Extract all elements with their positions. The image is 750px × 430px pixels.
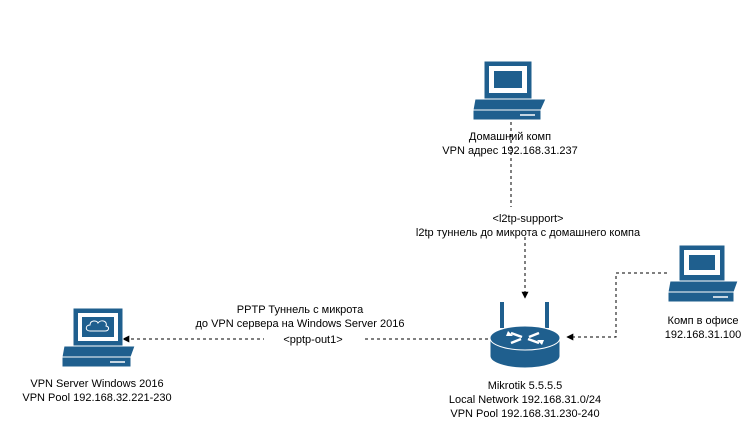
- desktop-computer-icon: [667, 244, 739, 303]
- office-pc-label-line1: Комп в офисе: [668, 315, 739, 327]
- home-pc-node[interactable]: Домашний комп VPN адрес 192.168.31.237: [442, 60, 578, 157]
- vpn-server-label-line1: VPN Server Windows 2016: [30, 378, 163, 390]
- edge-pptp-label-line2: до VPN сервера на Windows Server 2016: [196, 318, 405, 330]
- edge-l2tp-label: <l2tp-support> l2tp туннель до микрота с…: [416, 213, 641, 239]
- router-icon: [489, 302, 561, 369]
- vpn-server-node[interactable]: VPN Server Windows 2016 VPN Pool 192.168…: [22, 307, 172, 404]
- server-computer-icon: [61, 307, 136, 368]
- edge-l2tp: [510, 122, 529, 299]
- edge-pptp-label-line1: PPTP Туннель с микрота: [237, 304, 364, 316]
- mikrotik-label-line2: Local Network 192.168.31.0/24: [449, 394, 601, 406]
- office-pc-label-line2: 192.168.31.100: [665, 329, 741, 341]
- office-pc-node[interactable]: Комп в офисе 192.168.31.100: [665, 244, 741, 341]
- edge-office-line: [566, 272, 667, 341]
- home-pc-label-line2: VPN адрес 192.168.31.237: [442, 145, 577, 157]
- edge-pptp-interface-label: <pptp-out1>: [283, 334, 342, 346]
- mikrotik-label-line3: VPN Pool 192.168.31.230-240: [450, 408, 599, 420]
- edge-pptp-label-bg: [264, 331, 364, 347]
- edge-l2tp-label-line2: l2tp туннель до микрота с домашнего комп…: [416, 227, 641, 239]
- edge-pptp-label: PPTP Туннель с микрота до VPN сервера на…: [196, 304, 405, 346]
- desktop-computer-icon: [472, 60, 547, 121]
- edge-office: [566, 272, 667, 341]
- edge-pptp: [122, 331, 488, 347]
- home-pc-label-line1: Домашний комп: [469, 131, 551, 143]
- mikrotik-label-line1: Mikrotik 5.5.5.5: [488, 380, 563, 392]
- mikrotik-node[interactable]: Mikrotik 5.5.5.5 Local Network 192.168.3…: [449, 302, 601, 420]
- edge-l2tp-label-line1: <l2tp-support>: [493, 213, 564, 225]
- vpn-server-label-line2: VPN Pool 192.168.32.221-230: [22, 392, 171, 404]
